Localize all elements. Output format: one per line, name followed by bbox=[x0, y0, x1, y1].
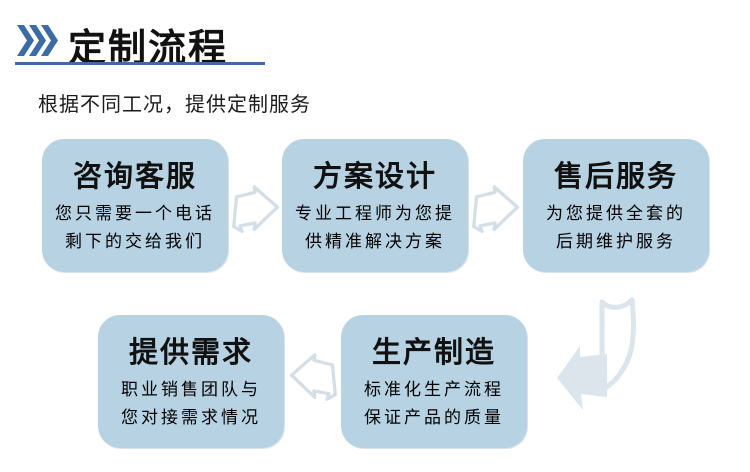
step-desc-line: 剩下的交给我们 bbox=[65, 232, 205, 251]
step-title: 咨询客服 bbox=[72, 161, 197, 193]
triple-chevron-right-icon bbox=[17, 25, 58, 56]
flow-step-consult-service: 咨询客服 您只需要一个电话 剩下的交给我们 bbox=[42, 139, 228, 272]
step-desc-line: 供精准解决方案 bbox=[305, 232, 445, 251]
step-description: 标准化生产流程 保证产品的质量 bbox=[341, 376, 527, 432]
block-arrow-left-icon bbox=[290, 353, 337, 401]
flow-step-solution-design: 方案设计 专业工程师为您提 供精准解决方案 bbox=[282, 139, 468, 272]
curved-ribbon-arrow-down-left-icon bbox=[557, 297, 636, 410]
flow-step-manufacturing: 生产制造 标准化生产流程 保证产品的质量 bbox=[341, 315, 527, 448]
step-description: 为您提供全套的 后期维护服务 bbox=[523, 200, 709, 256]
step-desc-line: 后期维护服务 bbox=[556, 232, 676, 251]
step-desc-line: 专业工程师为您提 bbox=[295, 204, 455, 223]
step-description: 专业工程师为您提 供精准解决方案 bbox=[282, 200, 468, 256]
step-description: 您只需要一个电话 剩下的交给我们 bbox=[42, 200, 228, 256]
step-description: 职业销售团队与 您对接需求情况 bbox=[98, 376, 284, 432]
step-title: 售后服务 bbox=[553, 161, 678, 193]
step-title: 方案设计 bbox=[312, 161, 437, 193]
flow-step-provide-requirements: 提供需求 职业销售团队与 您对接需求情况 bbox=[98, 315, 284, 448]
step-desc-line: 您对接需求情况 bbox=[121, 408, 261, 427]
flow-step-after-sales: 售后服务 为您提供全套的 后期维护服务 bbox=[523, 139, 709, 272]
step-desc-line: 您只需要一个电话 bbox=[55, 204, 215, 223]
page-subtitle: 根据不同工况，提供定制服务 bbox=[38, 94, 311, 116]
step-desc-line: 标准化生产流程 bbox=[364, 380, 504, 399]
step-title: 提供需求 bbox=[128, 337, 253, 369]
block-arrow-right-icon bbox=[232, 185, 279, 233]
title-underline bbox=[15, 62, 265, 65]
step-desc-line: 保证产品的质量 bbox=[364, 408, 504, 427]
step-title: 生产制造 bbox=[371, 337, 496, 369]
step-desc-line: 职业销售团队与 bbox=[121, 380, 261, 399]
step-desc-line: 为您提供全套的 bbox=[546, 204, 686, 223]
block-arrow-right-icon bbox=[472, 185, 519, 233]
